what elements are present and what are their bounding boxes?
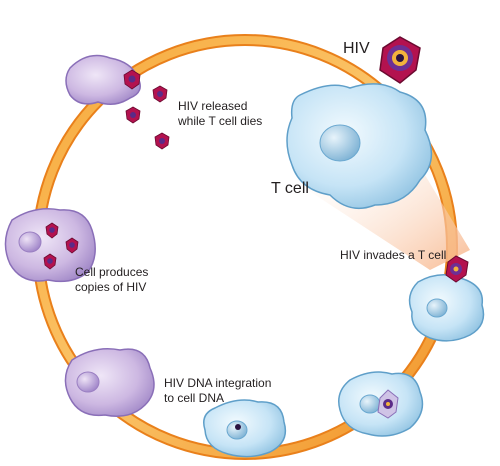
integration-label-line1: HIV DNA integration: [164, 376, 272, 390]
released-label-line1: HIV released: [178, 99, 248, 113]
t-cell-being-invaded: [408, 255, 485, 342]
produces-label-line1: Cell produces: [75, 265, 149, 279]
produces-label-line2: copies of HIV: [75, 280, 147, 294]
invades-label: HIV invades a T cell: [340, 248, 447, 262]
released-label-line2: while T cell dies: [178, 114, 263, 128]
hiv-virion-large: [379, 36, 421, 84]
t-cell-bottom-left: [64, 348, 155, 417]
hiv-label: HIV: [343, 40, 370, 57]
t-cell-dna-integration: [203, 399, 287, 458]
t-cell-label: T cell: [271, 180, 309, 197]
large-t-cell: [286, 83, 433, 210]
t-cell-producing-hiv: [4, 208, 96, 283]
t-cell-with-hiv-inside: [338, 371, 424, 437]
dying-t-cell: [65, 54, 141, 105]
integration-label-line2: to cell DNA: [164, 391, 225, 405]
